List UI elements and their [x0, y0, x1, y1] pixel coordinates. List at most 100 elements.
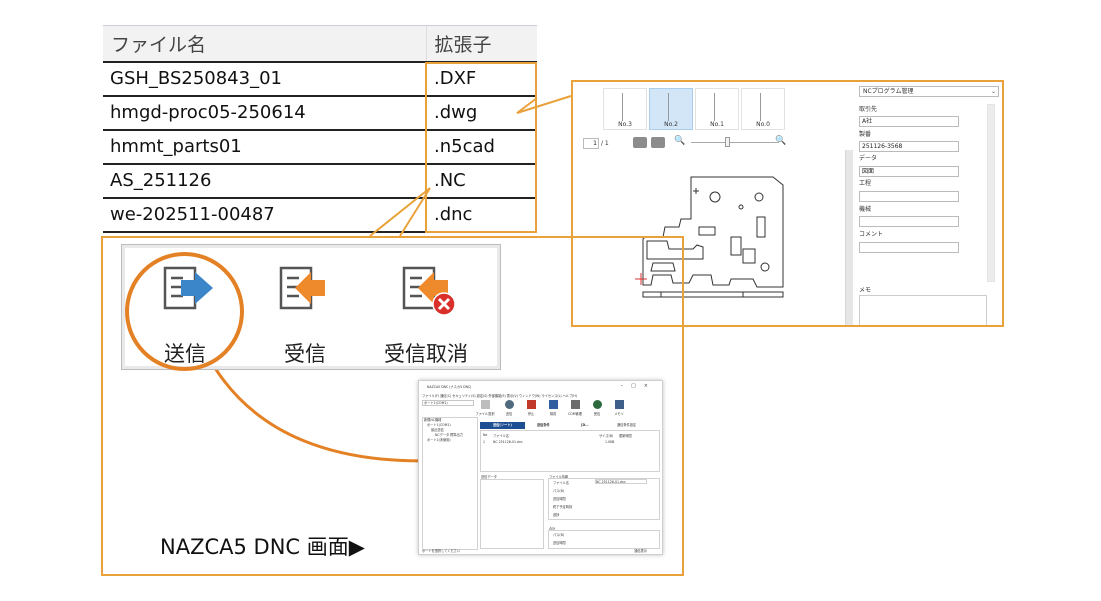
- field-label-machine: 機械: [859, 206, 872, 213]
- thumbnail-no1[interactable]: No.1: [695, 88, 739, 130]
- thumbnail-label: No.3: [618, 121, 632, 128]
- list-col-no: No: [483, 433, 488, 437]
- dnc-window-screenshot: NAZCA5 DNC (ナスカ5 DNC) –□× ファイル(F) 通信(C) …: [418, 380, 663, 555]
- drawing-thumbnail-icon: [668, 93, 671, 121]
- comm-settings-header: 通信条件設定: [617, 423, 637, 427]
- toolbar-label: 受信: [593, 412, 601, 416]
- zoom-slider[interactable]: [691, 142, 779, 143]
- cad-drawing-canvas: [635, 176, 784, 298]
- file-select-icon[interactable]: [481, 400, 490, 409]
- zoom-in-icon[interactable]: 🔍: [775, 136, 787, 146]
- list-col-size: サイズ(B): [599, 434, 614, 438]
- filename-cell: hmgd-proc05-250614: [103, 95, 427, 131]
- send-data-area: [480, 479, 544, 549]
- tree-item[interactable]: 最近送信: [431, 428, 444, 432]
- file-extension-table: ファイル名 拡張子 GSH_BS250843_01 .DXF hmgd-proc…: [103, 25, 537, 233]
- send-data-label: 送信データ: [481, 475, 497, 479]
- memo-field[interactable]: [859, 295, 987, 325]
- port-tree[interactable]: 新規NC機械 ポート1(COM1) 最近送信 NCデータ 標準出力 ポート2(未…: [422, 417, 478, 550]
- part-outline: [642, 176, 784, 288]
- receive-toolbar-icon[interactable]: [593, 400, 602, 409]
- prev-page-button[interactable]: [633, 137, 647, 148]
- file-info-box: [548, 478, 660, 520]
- tree-item[interactable]: ポート2(未使用): [427, 438, 451, 442]
- dnc-menu-bar[interactable]: ファイル(F) 通信(C) セキュリティ(S) 設定(S) 外部機能(E) 表示…: [422, 394, 578, 398]
- filename-cell: hmmt_parts01: [103, 129, 427, 165]
- config-icon[interactable]: [549, 400, 558, 409]
- memo-label: メモ: [859, 287, 872, 294]
- dnc-feature-frame: [101, 236, 684, 576]
- panel-mode-value: NCプログラム管理: [863, 88, 914, 95]
- port-select[interactable]: ポート1(COM1): [422, 400, 474, 406]
- table-row: hmmt_parts01 .n5cad: [103, 129, 537, 165]
- list-col-time: 更新時間: [619, 434, 632, 438]
- receive-label: 受信: [284, 342, 326, 366]
- next-page-button[interactable]: [651, 137, 665, 148]
- toolbar-label: COM管理: [568, 412, 582, 416]
- panel-scrollbar[interactable]: [987, 104, 995, 282]
- file-info-field: パス(B): [553, 489, 565, 493]
- zoom-slider-handle[interactable]: [725, 137, 730, 147]
- zoom-out-icon[interactable]: 🔍: [674, 136, 686, 146]
- thumbnail-no0[interactable]: No.0: [741, 88, 785, 130]
- tree-item[interactable]: NCデータ 標準出力: [435, 433, 463, 437]
- field-label-process: 工程: [859, 180, 872, 187]
- thumbnail-label: No.2: [664, 121, 678, 128]
- memory-icon[interactable]: [615, 400, 624, 409]
- drawing-thumbnail-icon: [760, 93, 763, 121]
- window-controls-icon[interactable]: –□×: [620, 383, 656, 389]
- send-condition-header: 送信条件: [537, 423, 550, 427]
- page-number-input[interactable]: 1: [583, 138, 599, 149]
- cancel-receive-icon: [402, 266, 456, 316]
- table-row: hmgd-proc05-250614 .dwg: [103, 95, 537, 131]
- table-row: we-202511-00487 .dnc: [103, 197, 537, 233]
- tree-item[interactable]: ポート1(COM1): [427, 423, 451, 427]
- field-label-data: データ: [859, 155, 878, 162]
- status-bar-left: ポートを選択してください: [422, 549, 461, 553]
- receive-icon: [279, 266, 325, 310]
- cad-viewer-window: No.3 No.2 No.1 No.0 1 / 1 🔍 🔍: [571, 80, 1004, 327]
- filename-column-header: ファイル名: [103, 25, 426, 63]
- data-field[interactable]: 図面: [859, 166, 959, 177]
- send-file-list[interactable]: No ファイル名 サイズ(B) 更新時間 1 NC 251126-01.dnc …: [480, 430, 660, 472]
- machine-field[interactable]: [859, 216, 959, 227]
- total-label: 合計: [549, 527, 556, 531]
- page-total-label: / 1: [601, 140, 609, 147]
- panel-splitter[interactable]: [845, 150, 853, 325]
- client-field[interactable]: A社: [859, 116, 959, 127]
- file-name-text: NC 251126-01.dnc: [596, 480, 626, 484]
- serial-number-field[interactable]: 251126-3568: [859, 141, 959, 152]
- send-highlight-ring: [125, 252, 244, 371]
- file-name-value: NC 251126-01.dnc: [595, 479, 647, 484]
- comment-field[interactable]: [859, 242, 959, 253]
- filename-cell: GSH_BS250843_01: [103, 61, 427, 97]
- total-field: 送信時間: [553, 541, 566, 545]
- receive-button[interactable]: 受信: [255, 262, 355, 366]
- panel-mode-select[interactable]: NCプログラム管理 ⌄: [859, 86, 999, 97]
- extension-cell: .dnc: [426, 197, 537, 233]
- table-row: GSH_BS250843_01 .DXF: [103, 61, 537, 97]
- cancel-receive-button[interactable]: 受信取消: [376, 262, 476, 366]
- stop-icon[interactable]: [527, 400, 536, 409]
- extension-cell: .dwg: [426, 95, 537, 131]
- table-row: AS_251126 .NC: [103, 163, 537, 199]
- thumbnail-no3[interactable]: No.3: [603, 88, 647, 130]
- file-info-field: 終了予定時刻: [553, 505, 573, 509]
- cancel-receive-label: 受信取消: [384, 342, 468, 366]
- field-label-serial: 製番: [859, 131, 872, 138]
- tree-item[interactable]: 新規NC機械: [424, 418, 442, 422]
- send-toolbar-icon[interactable]: [505, 400, 514, 409]
- file-info-label: ファイル情報: [549, 475, 569, 479]
- com-manager-icon[interactable]: [571, 400, 580, 409]
- process-field[interactable]: [859, 191, 959, 202]
- filename-cell: we-202511-00487: [103, 197, 427, 233]
- status-bar-right: 通信表示: [634, 549, 647, 553]
- thumbnail-label: No.1: [710, 121, 724, 128]
- drawing-thumbnail-icon: [622, 93, 625, 121]
- dnc-window-title: NAZCA5 DNC (ナスカ5 DNC): [427, 385, 472, 389]
- send-tab[interactable]: 送信(ソート): [480, 422, 525, 429]
- extension-cell: .n5cad: [426, 129, 537, 165]
- thumbnail-no2[interactable]: No.2: [649, 88, 693, 130]
- thumbnail-label: No.0: [756, 121, 770, 128]
- list-col-file: ファイル名: [493, 434, 509, 438]
